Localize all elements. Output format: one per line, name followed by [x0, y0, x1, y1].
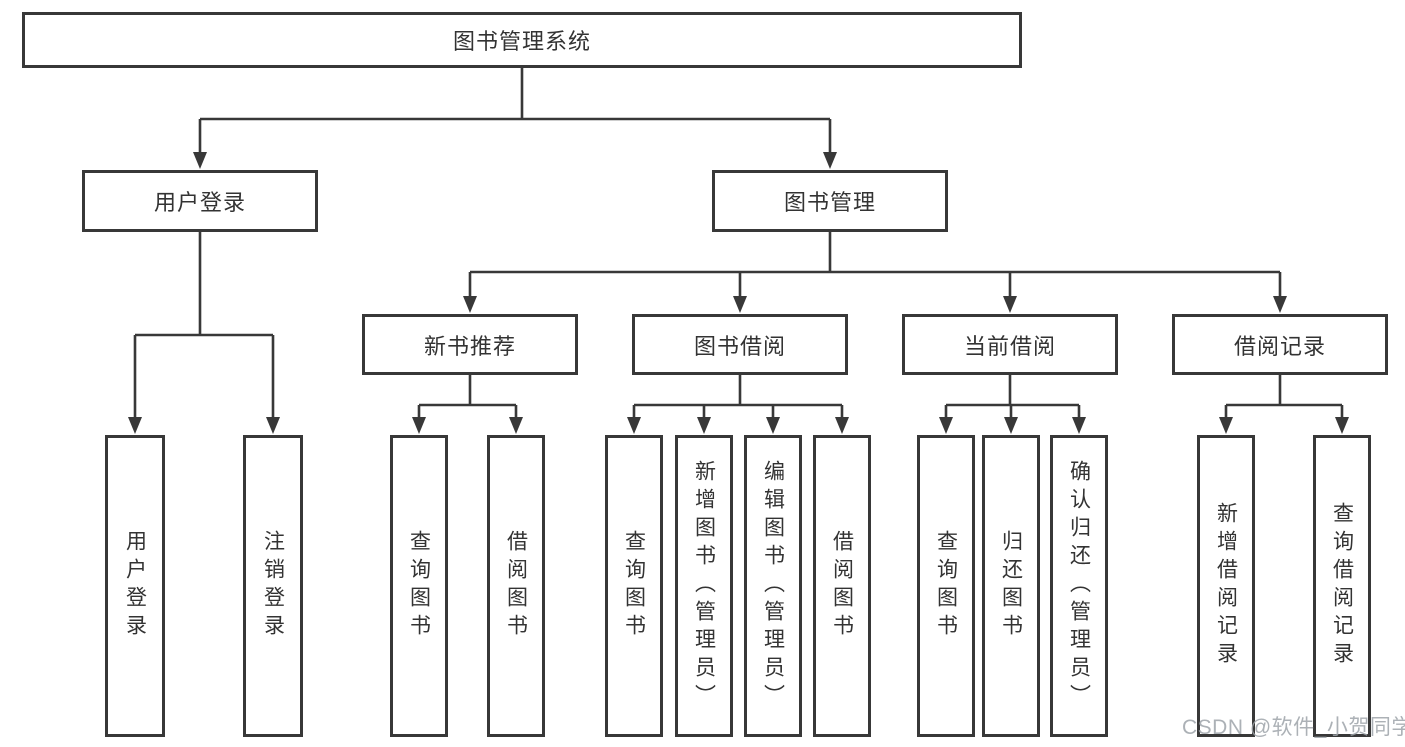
- arrowhead: [1273, 296, 1287, 313]
- node-book-borrow: 图书借阅: [632, 314, 848, 375]
- node-user-login-label: 用户登录: [153, 190, 246, 215]
- node-root-label: 图书管理系统: [452, 29, 591, 54]
- arrowhead: [128, 417, 142, 434]
- csdn-watermark: CSDN @软件_小贺同学: [1182, 716, 1405, 739]
- leaf-br-query-record: 查询借阅记录: [1313, 435, 1371, 737]
- arrowhead: [266, 417, 280, 434]
- node-book-borrow-label: 图书借阅: [693, 333, 786, 359]
- edge-bookmgmt-to-level2: [468, 232, 1282, 300]
- leaf-bb-edit-book-admin-label: 编辑图书（管理员）: [761, 460, 785, 712]
- node-root: 图书管理系统: [22, 12, 1022, 68]
- node-book-management: 图书管理: [712, 170, 948, 232]
- leaf-logout: 注销登录: [243, 435, 303, 737]
- arrowhead: [1003, 296, 1017, 313]
- edge-bookborrow-to-leaves: [632, 375, 844, 421]
- arrowhead: [509, 417, 523, 434]
- arrowhead: [1072, 417, 1086, 434]
- node-new-book-recommend: 新书推荐: [362, 314, 578, 375]
- leaf-cb-query-book: 查询图书: [917, 435, 975, 737]
- node-user-login: 用户登录: [82, 170, 318, 232]
- leaf-user-login: 用户登录: [105, 435, 165, 737]
- arrowhead: [823, 152, 837, 169]
- leaf-rec-borrow-book: 借阅图书: [487, 435, 545, 737]
- arrowhead: [697, 417, 711, 434]
- leaf-bb-query-book-label: 查询图书: [622, 530, 646, 642]
- leaf-bb-borrow-book: 借阅图书: [813, 435, 871, 737]
- leaf-cb-confirm-return-admin: 确认归还（管理员）: [1050, 435, 1108, 737]
- edge-userlogin-to-leaves: [133, 232, 275, 421]
- leaf-rec-query-book-label: 查询图书: [407, 530, 431, 642]
- arrowhead: [939, 417, 953, 434]
- leaf-rec-borrow-book-label: 借阅图书: [504, 530, 528, 642]
- node-book-management-label: 图书管理: [783, 190, 876, 215]
- leaf-cb-return-book: 归还图书: [982, 435, 1040, 737]
- edge-newbookrec-to-leaves: [417, 375, 518, 421]
- arrowhead: [1219, 417, 1233, 434]
- arrowhead: [412, 417, 426, 434]
- leaf-cb-confirm-return-admin-label: 确认归还（管理员）: [1067, 460, 1091, 712]
- leaf-bb-query-book: 查询图书: [605, 435, 663, 737]
- leaf-bb-add-book-admin: 新增图书（管理员）: [675, 435, 733, 737]
- arrowhead: [193, 152, 207, 169]
- arrowhead: [1004, 417, 1018, 434]
- edge-borrowrecord-to-leaves: [1224, 375, 1344, 421]
- arrowhead: [766, 417, 780, 434]
- arrowhead: [1335, 417, 1349, 434]
- node-new-book-recommend-label: 新书推荐: [423, 333, 516, 359]
- leaf-bb-edit-book-admin: 编辑图书（管理员）: [744, 435, 802, 737]
- leaf-bb-add-book-admin-label: 新增图书（管理员）: [692, 460, 716, 712]
- leaf-cb-return-book-label: 归还图书: [999, 530, 1023, 642]
- node-current-borrow: 当前借阅: [902, 314, 1118, 375]
- edge-currentborrow-to-leaves: [944, 375, 1081, 421]
- arrowhead: [835, 417, 849, 434]
- node-borrow-record-label: 借阅记录: [1233, 333, 1326, 359]
- leaf-br-add-record: 新增借阅记录: [1197, 435, 1255, 737]
- edge-root-to-level1: [198, 68, 832, 156]
- leaf-br-add-record-label: 新增借阅记录: [1214, 502, 1238, 670]
- node-borrow-record: 借阅记录: [1172, 314, 1388, 375]
- arrowhead: [627, 417, 641, 434]
- arrowheads: [128, 152, 1349, 434]
- leaf-cb-query-book-label: 查询图书: [934, 530, 958, 642]
- leaf-bb-borrow-book-label: 借阅图书: [830, 530, 854, 642]
- leaf-logout-label: 注销登录: [261, 530, 285, 642]
- arrowhead: [733, 296, 747, 313]
- node-current-borrow-label: 当前借阅: [963, 333, 1056, 359]
- arrowhead: [463, 296, 477, 313]
- leaf-rec-query-book: 查询图书: [390, 435, 448, 737]
- leaf-br-query-record-label: 查询借阅记录: [1330, 502, 1354, 670]
- leaf-user-login-label: 用户登录: [123, 530, 147, 642]
